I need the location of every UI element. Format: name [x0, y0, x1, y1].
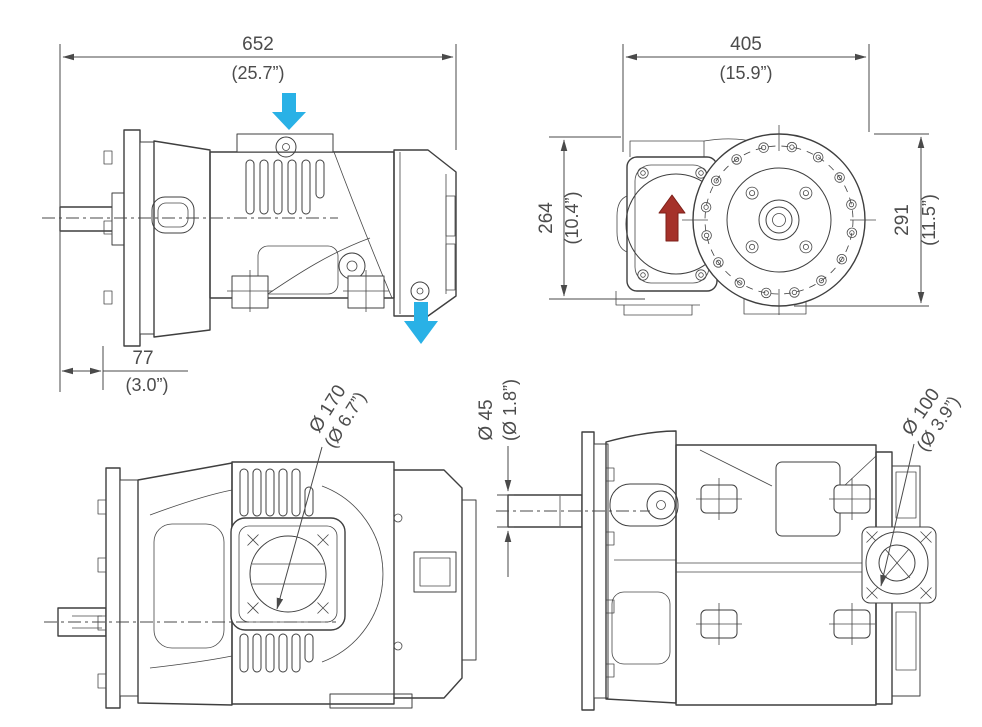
side-view: 652 (25.7”) 77 (3.0”)	[42, 34, 457, 395]
front-view: 405 (15.9”) 264 (10.4”) 291 (11.5”)	[536, 34, 939, 316]
top-view: Ø 170 (Ø 6.7”)	[44, 381, 477, 709]
side-view-drawing	[42, 129, 457, 347]
center-marks	[682, 125, 876, 315]
top-view-drawing	[44, 461, 477, 709]
dim-shaft-diameter-in: (Ø 1.8”)	[500, 379, 520, 441]
dim-overall-width: 405 (15.9”)	[622, 34, 870, 152]
dim-shaft-length: 77 (3.0”)	[61, 346, 188, 395]
dim-shaft-diameter-mm: Ø 45	[476, 399, 497, 440]
dim-overall-width-mm: 405	[730, 34, 762, 55]
mount-arrow-down-top-icon	[272, 93, 306, 130]
bottom-view: Ø 45 (Ø 1.8”) Ø 100 (Ø 3.9”)	[476, 379, 964, 711]
dim-flange-height-mm: 291	[892, 204, 913, 236]
dim-flange-height: 291 (11.5”)	[794, 133, 939, 307]
dim-shaft-length-mm: 77	[132, 348, 153, 369]
bottom-view-drawing	[496, 430, 937, 711]
mount-arrow-down-bottom-icon	[404, 302, 438, 344]
dim-overall-width-in: (15.9”)	[719, 63, 772, 83]
dim-overall-length: 652 (25.7”)	[59, 34, 457, 392]
dim-overall-length-mm: 652	[242, 34, 274, 55]
dim-shaft-diameter: Ø 45 (Ø 1.8”)	[476, 379, 520, 577]
dim-overall-length-in: (25.7”)	[231, 63, 284, 83]
dim-body-height: 264 (10.4”)	[536, 136, 645, 300]
vent-arrow-up-icon	[658, 194, 686, 242]
dim-shaft-length-in: (3.0”)	[125, 375, 168, 395]
dim-body-height-in: (10.4”)	[562, 191, 582, 244]
dim-body-height-mm: 264	[536, 202, 557, 234]
front-view-drawing	[615, 125, 876, 316]
dim-flange-height-in: (11.5”)	[919, 194, 939, 246]
